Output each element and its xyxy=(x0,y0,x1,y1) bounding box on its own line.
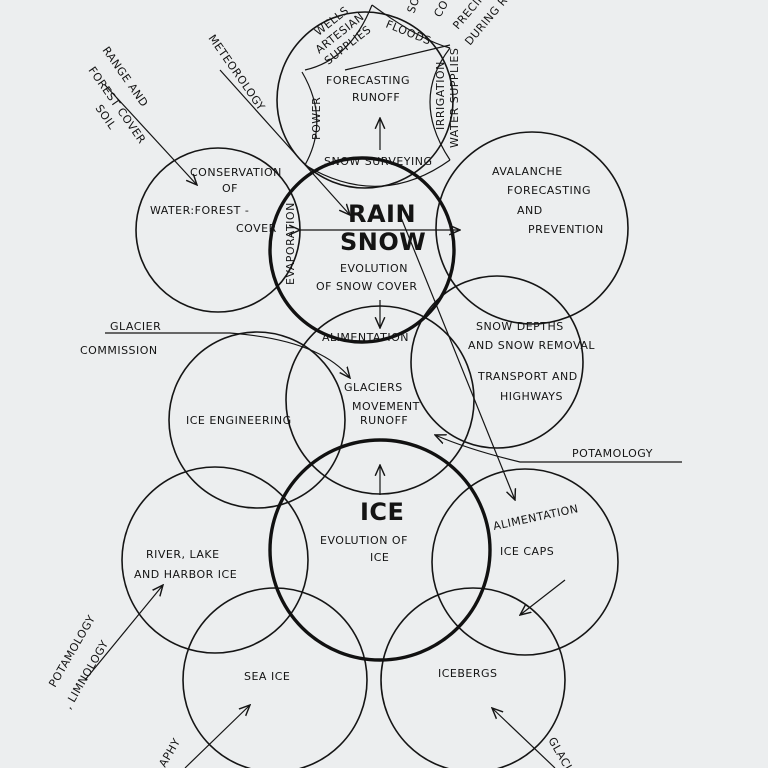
snow-surveying-boundary xyxy=(304,159,451,187)
floods-leader xyxy=(344,44,451,71)
label-runoff: RUNOFF xyxy=(352,91,400,104)
label-meteorology: METEOROLOGY xyxy=(206,32,268,113)
label-glaciers: GLACIERS xyxy=(344,381,403,394)
label-ice-title: ICE xyxy=(360,498,404,526)
label-avalanche: AVALANCHE xyxy=(492,165,563,178)
power-boundary xyxy=(301,71,318,166)
label-ice-caps-alimentation: ALIMENTATION xyxy=(492,502,580,533)
label-floods: FLOODS xyxy=(384,18,433,48)
label-water-supplies: WATER SUPPLIES xyxy=(448,48,461,148)
label-oceanography-partial: APHY xyxy=(156,736,183,768)
label-sea-ice: SEA ICE xyxy=(244,670,290,683)
label-glacier-runoff: RUNOFF xyxy=(360,414,408,427)
label-glacier-commission-1: GLACIER xyxy=(110,320,161,333)
label-snow-depths: SNOW DEPTHS xyxy=(476,320,564,333)
label-ice-sub: ICE xyxy=(370,551,389,564)
arrow-to-ice-caps xyxy=(399,214,515,500)
label-avalanche-forecasting: FORECASTING xyxy=(507,184,591,197)
label-river-lake: RIVER, LAKE xyxy=(146,548,220,561)
label-evolution-of: EVOLUTION OF xyxy=(320,534,408,547)
label-forecasting: FORECASTING xyxy=(326,74,410,87)
label-top-partial-2: CO xyxy=(431,0,451,20)
arrow-glacier-commission xyxy=(105,332,350,378)
label-of: OF xyxy=(222,182,238,195)
label-of-snow-cover: OF SNOW COVER xyxy=(316,280,418,293)
label-snow-removal: AND SNOW REMOVAL xyxy=(468,339,595,352)
label-irrigation: IRRIGATION xyxy=(434,61,447,130)
label-and: AND xyxy=(517,204,543,217)
label-icebergs: ICEBERGS xyxy=(438,667,498,680)
label-ice-engineering: ICE ENGINEERING xyxy=(186,414,292,427)
arrow-ice-caps-inward xyxy=(520,579,566,615)
label-potamology: POTAMOLOGY xyxy=(572,447,653,460)
arrow-range xyxy=(104,84,197,185)
label-alimentation: ALIMENTATION xyxy=(322,331,409,344)
arrow-oceanography xyxy=(184,705,250,768)
label-snow: SNOW xyxy=(340,228,426,256)
label-ice-caps: ICE CAPS xyxy=(500,545,554,558)
label-movement: MOVEMENT xyxy=(352,400,420,413)
arrow-meteorology xyxy=(219,69,350,215)
label-conservation: CONSERVATION xyxy=(190,166,282,179)
label-power: POWER xyxy=(310,97,323,140)
label-snow-surveying: SNOW SURVEYING xyxy=(324,155,433,168)
circle-icebergs xyxy=(380,587,566,768)
label-harbor-ice: AND HARBOR ICE xyxy=(134,568,237,581)
circle-snow-depths xyxy=(410,275,584,449)
circle-forecasting-runoff xyxy=(276,11,454,189)
wells-boundary xyxy=(304,4,373,71)
label-highways: HIGHWAYS xyxy=(500,390,563,403)
arrow-potamology-limnology xyxy=(84,585,163,681)
irrigation-boundary xyxy=(429,47,451,161)
label-prevention: PREVENTION xyxy=(528,223,604,236)
label-water-forest: WATER:FOREST - xyxy=(150,204,249,217)
label-glacier-commission-2: COMMISSION xyxy=(80,344,158,357)
arrow-potamology xyxy=(435,435,682,463)
circle-ice-engineering xyxy=(168,331,346,509)
circle-ice xyxy=(268,438,492,662)
label-transport: TRANSPORT AND xyxy=(477,370,578,383)
label-rain: RAIN xyxy=(348,200,416,228)
label-evolution: EVOLUTION xyxy=(340,262,408,275)
label-cover: COVER xyxy=(236,222,277,235)
circle-river-lake xyxy=(121,466,309,654)
arrow-glaciology xyxy=(492,708,556,768)
circle-rain-snow xyxy=(268,156,456,344)
circle-ice-caps xyxy=(431,468,619,656)
label-top-partial-1: SO xyxy=(405,0,423,15)
label-evaporation: EVAPORATION xyxy=(284,202,297,285)
